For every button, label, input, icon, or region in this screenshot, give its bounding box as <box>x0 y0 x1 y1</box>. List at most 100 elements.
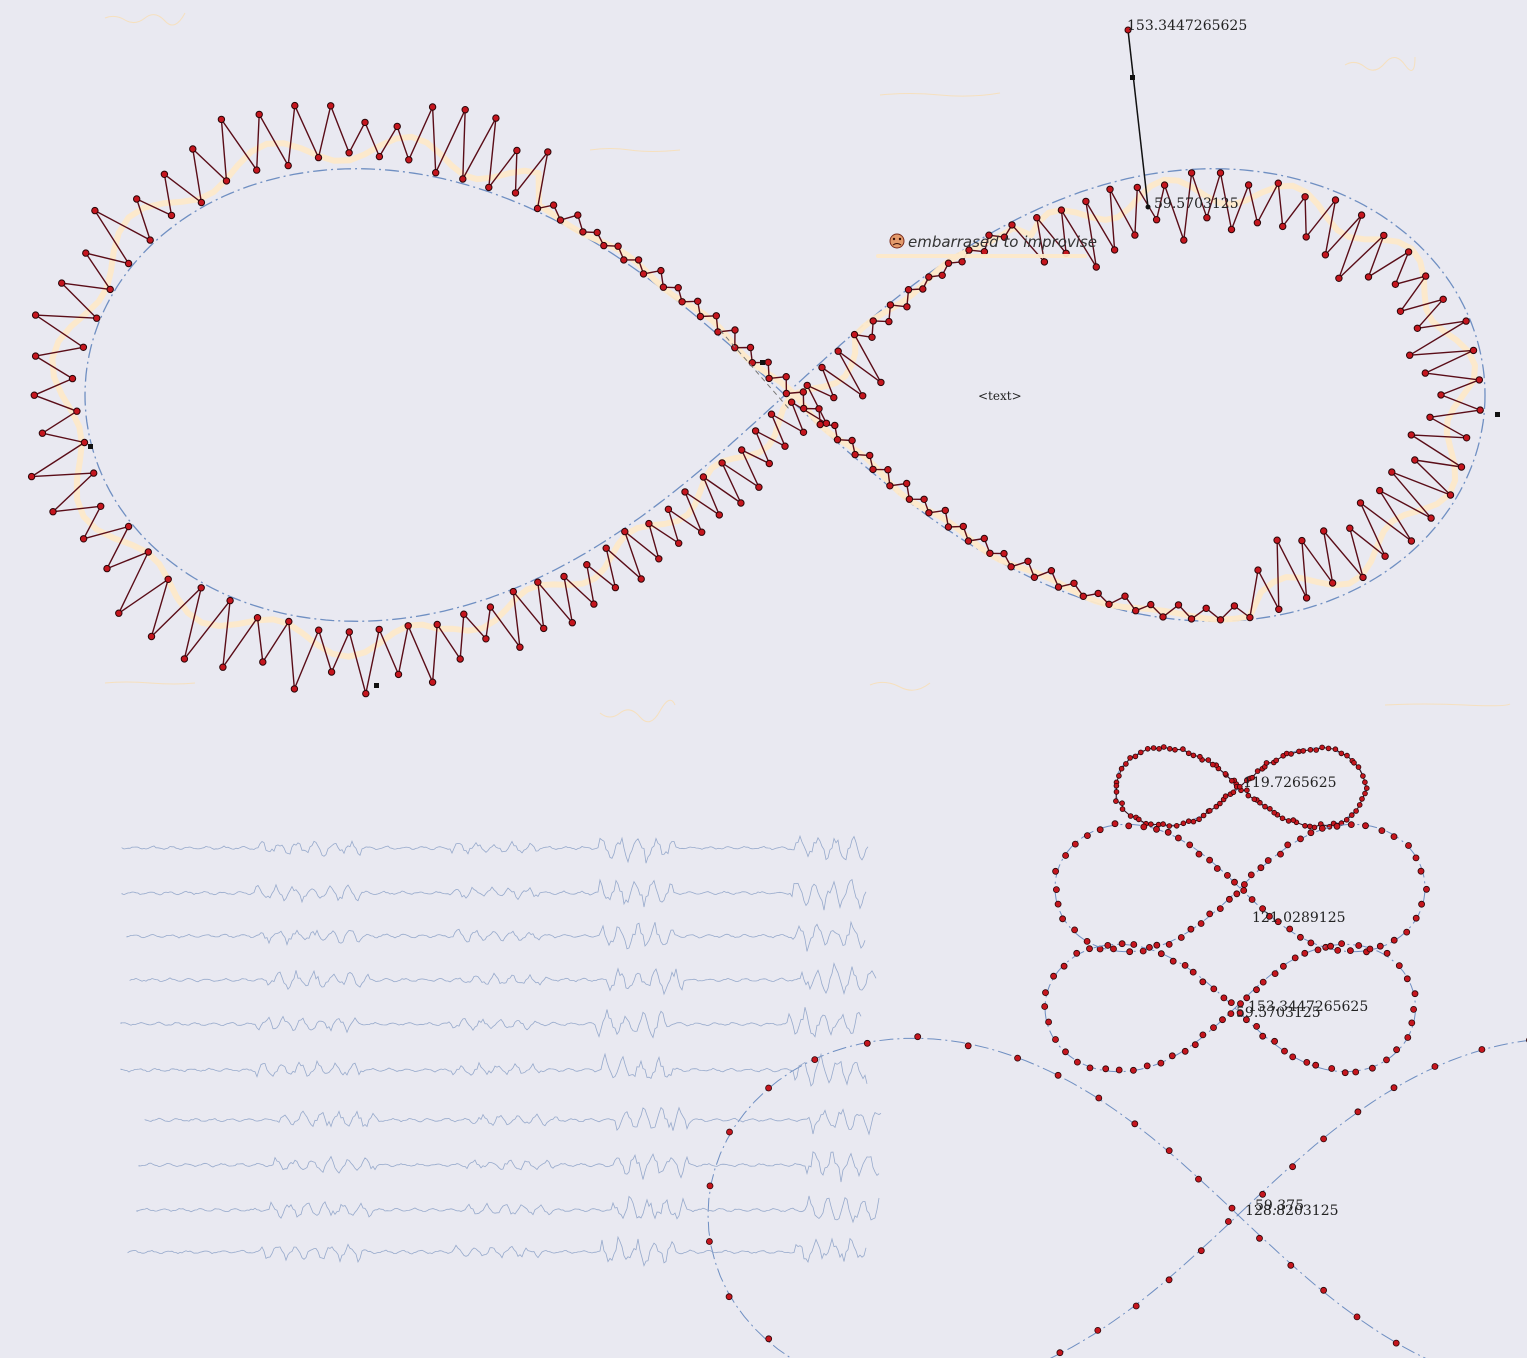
mini-node <box>1243 994 1251 1002</box>
mini-node <box>1351 759 1357 766</box>
mini-node <box>1084 832 1091 839</box>
node <box>1092 263 1101 271</box>
mini-node <box>1062 1048 1069 1056</box>
node <box>1202 604 1210 612</box>
node <box>1187 615 1196 623</box>
mini-node <box>1123 761 1129 767</box>
node <box>1446 491 1455 499</box>
mini-node <box>1403 928 1411 936</box>
mini-node <box>1115 1066 1123 1074</box>
node <box>1407 431 1416 439</box>
mini-node <box>1095 1094 1103 1102</box>
mini-node <box>1227 999 1235 1006</box>
mini-node <box>1119 800 1125 806</box>
node <box>315 626 323 634</box>
node <box>124 259 133 268</box>
mini-guide <box>707 1037 1527 1358</box>
mini-node <box>1333 822 1341 830</box>
mini-node <box>1328 1065 1336 1072</box>
node <box>681 488 689 496</box>
mini-node <box>1327 942 1334 950</box>
mini-figure-3-label-b: 59.5703125 <box>1236 1005 1321 1021</box>
mini-node <box>1383 1056 1390 1064</box>
mini-node <box>1210 985 1218 993</box>
mini-node <box>1168 1052 1176 1060</box>
mini-node <box>1359 796 1365 802</box>
mini-node <box>1054 1071 1062 1079</box>
node <box>1187 169 1196 177</box>
mini-node <box>1326 823 1333 830</box>
mini-node <box>1197 920 1205 927</box>
mini-node <box>1199 1031 1207 1039</box>
mini-node <box>1180 820 1187 827</box>
node <box>1106 185 1114 194</box>
mini-node <box>1104 942 1112 949</box>
mini-node <box>1412 854 1420 862</box>
mini-node <box>1289 1163 1296 1171</box>
mini-node <box>1130 941 1138 948</box>
node <box>1462 434 1471 442</box>
node <box>197 198 206 207</box>
mini-figure-2 <box>1052 820 1430 956</box>
mini-node <box>914 1033 922 1041</box>
node <box>818 363 826 372</box>
mini-node <box>1273 757 1279 764</box>
node <box>290 685 299 693</box>
node <box>919 285 927 293</box>
waveform-trace <box>121 878 867 911</box>
mini-node <box>706 1182 714 1190</box>
mini-node <box>1083 938 1091 945</box>
node <box>93 314 101 322</box>
mini-node <box>1301 949 1309 957</box>
node <box>1000 233 1009 241</box>
node <box>1152 216 1161 224</box>
waveform-trace <box>138 1151 880 1183</box>
mini-node <box>1177 934 1185 941</box>
node <box>1364 273 1373 281</box>
node <box>404 622 412 630</box>
mini-node <box>1241 881 1248 888</box>
node <box>848 436 856 445</box>
mini-figure-3 <box>1041 940 1419 1077</box>
mid-value-label: 59.5703125 <box>1154 196 1239 212</box>
node <box>579 228 587 236</box>
node <box>958 258 966 266</box>
mini-node <box>1369 1064 1376 1072</box>
node <box>905 495 914 503</box>
node <box>1439 295 1447 303</box>
node <box>1469 346 1478 355</box>
node <box>1024 557 1032 565</box>
node <box>180 655 189 663</box>
mini-node <box>1353 808 1359 814</box>
node <box>1033 214 1041 222</box>
node <box>1174 601 1183 609</box>
waveform-trace <box>120 1007 862 1039</box>
node <box>764 358 772 366</box>
mini-node <box>1213 803 1220 810</box>
node <box>106 285 114 294</box>
mini-node <box>811 1056 819 1063</box>
node <box>1457 463 1466 471</box>
node <box>79 535 88 543</box>
node <box>799 388 807 396</box>
node <box>731 326 739 334</box>
node <box>964 537 973 545</box>
mini-node <box>1181 962 1189 969</box>
node <box>1301 193 1309 201</box>
mini-node <box>1052 867 1059 875</box>
mini-node <box>1073 949 1081 957</box>
node <box>1008 221 1016 229</box>
node <box>645 519 653 528</box>
mini-node <box>1180 746 1186 752</box>
mini-node <box>1045 1018 1052 1026</box>
mini-node <box>1119 806 1126 812</box>
node <box>1328 579 1337 587</box>
mini-node <box>1222 793 1229 799</box>
mini-node <box>1431 1063 1439 1070</box>
node <box>1388 468 1396 476</box>
mini-node <box>1423 885 1430 893</box>
mini-node <box>1237 783 1243 790</box>
node <box>718 459 726 467</box>
mini-node <box>1307 746 1314 753</box>
mini-node <box>1132 753 1139 760</box>
